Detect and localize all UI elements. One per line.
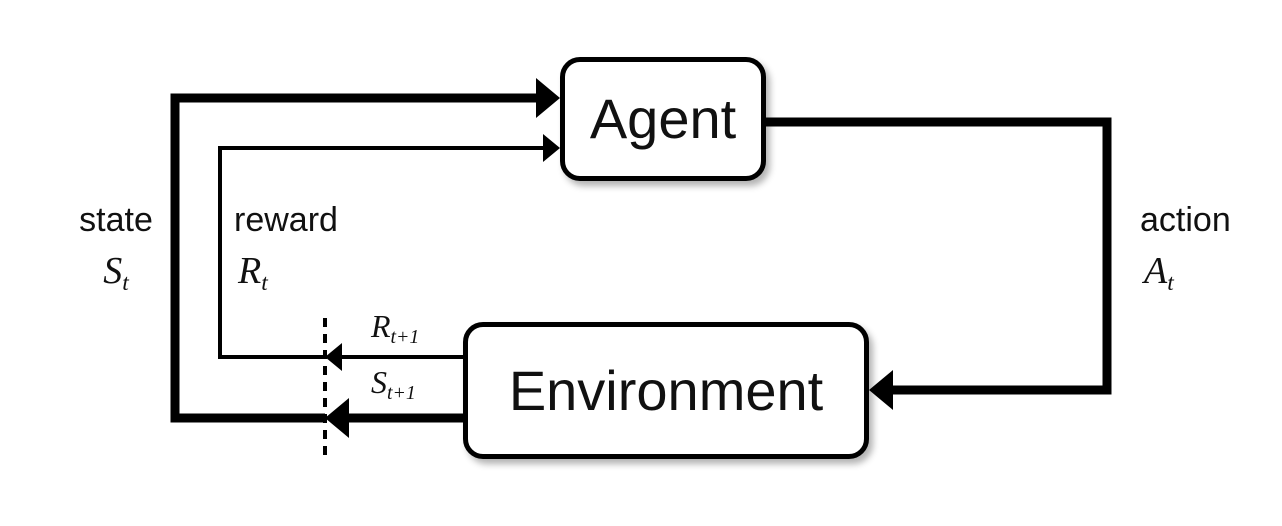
- label-action-symbol-subscript: t: [1167, 270, 1174, 297]
- label-action-symbol: At: [1144, 250, 1174, 295]
- edge-reward-next-emit: [325, 343, 463, 371]
- edge-state-arrowhead: [536, 78, 560, 118]
- node-agent[interactable]: Agent: [560, 57, 766, 181]
- edge-state-next-emit: [325, 398, 463, 438]
- label-reward-symbol: Rt: [238, 250, 268, 295]
- label-state-symbol: St: [68, 250, 164, 295]
- label-action-word: action: [1140, 201, 1231, 239]
- label-reward-next-subscript: t+1: [390, 325, 420, 348]
- edge-action-line: [766, 117, 1112, 395]
- node-environment[interactable]: Environment: [463, 322, 869, 459]
- label-state-next-subscript: t+1: [387, 381, 416, 404]
- label-reward-symbol-subscript: t: [261, 270, 268, 297]
- label-reward-next-symbol: Rt+1: [371, 308, 419, 347]
- label-reward-word: reward: [234, 201, 338, 239]
- edge-state-next-arrowhead: [325, 398, 349, 438]
- label-state-next-symbol: St+1: [371, 364, 416, 403]
- edge-action-to-environment: [766, 117, 1112, 410]
- node-agent-label: Agent: [589, 87, 737, 150]
- node-environment-label: Environment: [508, 358, 824, 422]
- edge-state-to-agent: [170, 78, 560, 423]
- edge-reward-next-arrowhead: [325, 343, 342, 371]
- label-state-next-base: S: [371, 364, 387, 400]
- label-reward-symbol-base: R: [238, 250, 262, 292]
- label-state-symbol-subscript: t: [122, 270, 129, 297]
- label-reward-next-base: R: [371, 308, 391, 344]
- label-action-symbol-base: A: [1144, 250, 1168, 292]
- edge-state-line: [170, 93, 536, 423]
- edge-action-arrowhead: [869, 370, 893, 410]
- edge-reward-line: [218, 146, 543, 359]
- label-state-symbol-base: S: [103, 250, 123, 292]
- label-state-word: state: [79, 201, 153, 239]
- edge-reward-arrowhead: [543, 134, 560, 162]
- edge-reward-to-agent: [218, 134, 560, 359]
